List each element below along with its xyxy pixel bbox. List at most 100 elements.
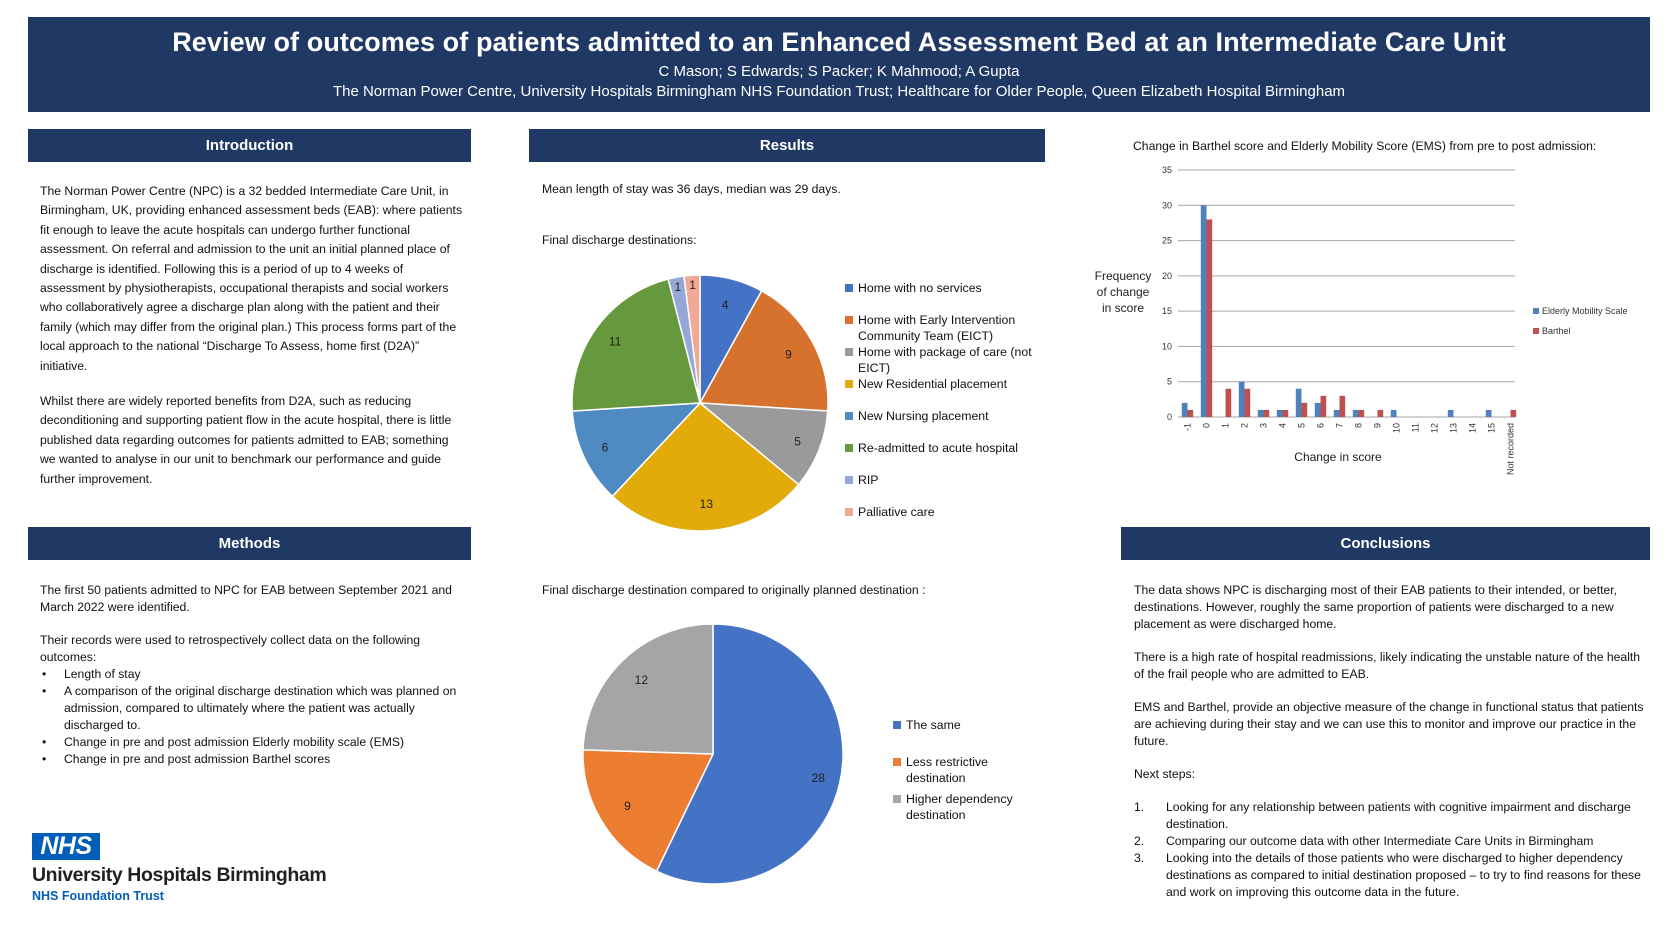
next-steps-list: 1. Looking for any relationship between p… bbox=[1134, 799, 1644, 901]
bar-y-tick-label: 0 bbox=[1167, 412, 1172, 422]
pie1-legend-swatch bbox=[845, 380, 853, 388]
bar-mark bbox=[1276, 409, 1283, 417]
next-step-text: Looking for any relationship between pat… bbox=[1166, 800, 1631, 831]
bar-mark bbox=[1238, 381, 1245, 417]
bar-x-tick-label: 2 bbox=[1240, 423, 1250, 428]
pie2-data-label: 28 bbox=[812, 771, 826, 785]
bar-mark bbox=[1282, 409, 1289, 417]
pie1-legend-label: Home with Early Intervention Community T… bbox=[858, 313, 1016, 343]
pie1-legend-swatch bbox=[845, 444, 853, 452]
bar-x-tick-label: 8 bbox=[1354, 423, 1364, 428]
pie1-data-label: 6 bbox=[602, 441, 609, 455]
next-step-number: 3. bbox=[1134, 851, 1145, 865]
conclusions-paragraph-3: EMS and Barthel, provide an objective me… bbox=[1134, 700, 1644, 748]
pie1-data-label: 9 bbox=[785, 347, 792, 361]
next-step-item: 2.Comparing our outcome data with other … bbox=[1134, 833, 1644, 850]
trust-subtitle: NHS Foundation Trust bbox=[32, 889, 164, 903]
bar-x-tick-label: 3 bbox=[1259, 423, 1269, 428]
nhs-lozenge: NHS bbox=[32, 833, 100, 860]
bar-mark bbox=[1257, 409, 1264, 417]
pie1-slice bbox=[571, 278, 701, 412]
pie2-legend-swatch bbox=[893, 758, 901, 766]
bar-legend-swatch bbox=[1533, 328, 1539, 334]
pie1-legend-label: Re-admitted to acute hospital bbox=[858, 441, 1018, 455]
methods-text: The first 50 patients admitted to NPC fo… bbox=[40, 582, 465, 768]
bar-x-tick-label: 1 bbox=[1221, 423, 1231, 428]
methods-paragraph-2: Their records were used to retrospective… bbox=[40, 633, 421, 664]
bar-y-tick-label: 25 bbox=[1162, 236, 1172, 246]
bar-mark bbox=[1263, 409, 1270, 417]
pie1-slice bbox=[611, 401, 800, 532]
pie1-legend-swatch bbox=[845, 284, 853, 292]
bar-mark bbox=[1358, 409, 1365, 417]
poster-affiliation: The Norman Power Centre, University Hosp… bbox=[332, 83, 1346, 100]
results-heading: Results bbox=[529, 129, 1045, 162]
pie1-legend-swatch bbox=[845, 316, 853, 324]
pie2-legend-label: Higher dependency destination bbox=[906, 792, 1013, 822]
bar-mark bbox=[1510, 409, 1517, 417]
poster-authors: C Mason; S Edwards; S Packer; K Mahmood;… bbox=[658, 63, 1020, 80]
bar-legend-label: Elderly Mobility Scale bbox=[1542, 306, 1628, 316]
pie1-data-label: 5 bbox=[794, 435, 801, 449]
bar-legend-label: Barthel bbox=[1542, 326, 1571, 336]
pie1-data-label: 13 bbox=[700, 497, 714, 511]
bar-mark bbox=[1301, 402, 1308, 417]
next-step-item: 1. Looking for any relationship between p… bbox=[1134, 799, 1644, 833]
bar-x-tick-label: 14 bbox=[1468, 423, 1478, 433]
pie2-data-label: 9 bbox=[624, 799, 631, 813]
bar-x-tick-label: 5 bbox=[1297, 423, 1307, 428]
pie1-legend-label: New Residential placement bbox=[858, 377, 1008, 391]
methods-heading: Methods bbox=[28, 527, 471, 560]
pie1-slice bbox=[683, 274, 701, 404]
pie1-slice bbox=[571, 402, 702, 498]
bar-x-tick-label: 4 bbox=[1278, 423, 1288, 428]
introduction-text: The Norman Power Centre (NPC) is a 32 be… bbox=[40, 182, 465, 505]
next-step-number: 1. bbox=[1134, 800, 1145, 814]
bar-mark bbox=[1206, 219, 1213, 417]
title-banner: Review of outcomes of patients admitted … bbox=[28, 17, 1650, 112]
bar-y-tick-label: 5 bbox=[1167, 377, 1172, 387]
bar-x-tick-label: 15 bbox=[1487, 423, 1497, 433]
pie1-caption: Final discharge destinations: bbox=[542, 233, 697, 247]
methods-bullet: Change in pre and post admission Barthel… bbox=[40, 751, 465, 768]
pie1-legend-swatch bbox=[845, 412, 853, 420]
bar-y-tick-label: 35 bbox=[1162, 165, 1172, 175]
pie1-legend-swatch bbox=[845, 508, 853, 516]
pie1-legend-swatch bbox=[845, 348, 853, 356]
pie1-data-label: 1 bbox=[675, 280, 682, 294]
pie1-data-label: 1 bbox=[689, 278, 696, 292]
bar-mark bbox=[1339, 395, 1346, 417]
bar-x-tick-label: 7 bbox=[1335, 423, 1345, 428]
pie2-legend-label: The same bbox=[906, 718, 961, 732]
pie2-legend-label: Less restrictive destination bbox=[906, 755, 989, 785]
bar-x-tick-label: 10 bbox=[1392, 423, 1402, 433]
pie1-legend-swatch bbox=[845, 476, 853, 484]
pie1-legend-label: New Nursing placement bbox=[858, 409, 989, 423]
bar-mark bbox=[1447, 409, 1454, 417]
bar-x-tick-label: 11 bbox=[1411, 423, 1421, 432]
bar-mark bbox=[1314, 402, 1321, 417]
introduction-paragraph-1: The Norman Power Centre (NPC) is a 32 be… bbox=[40, 184, 463, 373]
bar-mark bbox=[1225, 388, 1232, 417]
next-steps-label: Next steps: bbox=[1134, 767, 1195, 781]
methods-bullet: Change in pre and post admission Elderly… bbox=[40, 734, 465, 751]
bar-x-tick-label: Not recorded bbox=[1506, 423, 1516, 475]
bar-x-tick-label: 0 bbox=[1202, 423, 1212, 428]
bar-x-tick-label: 6 bbox=[1316, 423, 1326, 428]
bar-x-tick-label: 12 bbox=[1430, 423, 1440, 433]
pie2-legend-swatch bbox=[893, 795, 901, 803]
bar-mark bbox=[1181, 402, 1188, 417]
pie1-slice bbox=[697, 402, 829, 486]
next-step-number: 2. bbox=[1134, 834, 1145, 848]
pie1-data-label: 11 bbox=[609, 334, 622, 348]
bar-x-tick-label: -1 bbox=[1183, 423, 1193, 431]
conclusions-text: The data shows NPC is discharging most o… bbox=[1134, 582, 1644, 901]
bar-mark bbox=[1352, 409, 1359, 417]
nhs-logo: NHS University Hospitals Birmingham NHS … bbox=[32, 833, 332, 903]
bar-mark bbox=[1485, 409, 1492, 417]
pie2-slice bbox=[655, 623, 844, 885]
pie2-caption: Final discharge destination compared to … bbox=[542, 583, 926, 597]
